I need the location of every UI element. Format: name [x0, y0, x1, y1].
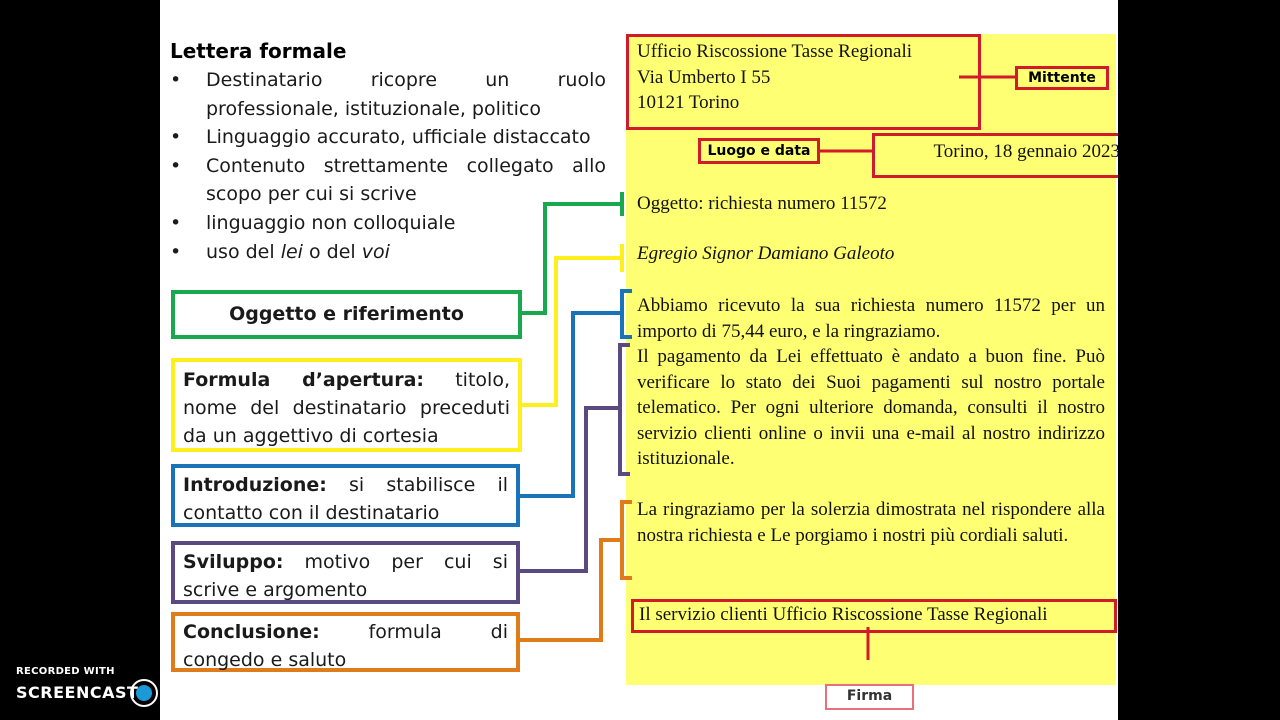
bullet-text: uso del	[206, 240, 281, 263]
formula-text: titolo, nome del destinatario preceduti …	[183, 369, 510, 447]
firma-label-text: Firma	[846, 688, 893, 704]
bullet-emphasis: lei	[280, 240, 303, 263]
sender-line: Via Umberto I 55	[637, 66, 771, 88]
bullet-text: o del	[302, 240, 362, 263]
screencast-logo-icon	[130, 679, 158, 707]
blue-connector	[520, 311, 622, 498]
letter-closing: La ringraziamo per la solerzia dimostrat…	[637, 499, 1105, 546]
bullet-item: uso del lei o del voi	[170, 238, 606, 267]
oggetto-label: Oggetto e riferimento	[229, 303, 464, 325]
watermark-big: SCREENCAST	[16, 683, 139, 702]
bullet-text: Linguaggio accurato, ufficiale distaccat…	[206, 126, 591, 149]
svil-text: motivo per cui si scrive e argomento	[183, 551, 508, 601]
salutation-text: Egregio Signor Damiano Galeoto	[637, 243, 895, 264]
sender-line: Ufficio Riscossione Tasse Regionali	[637, 41, 913, 62]
letter-intro: Abbiamo ricevuto la sua richiesta numero…	[637, 295, 1105, 342]
yellow-connector	[522, 256, 622, 407]
orange-bracket	[620, 500, 632, 580]
concl-label: Conclusione:	[183, 621, 320, 643]
blue-bracket	[620, 289, 632, 339]
formula-apertura-box: Formula d’apertura: titolo, nome del des…	[171, 358, 522, 452]
bullet-text: Destinatario ricopre un ruolo profession…	[206, 69, 606, 120]
luogo-data-label: Luogo e data	[698, 138, 820, 164]
page-title: Lettera formale	[170, 39, 347, 63]
svil-label: Sviluppo:	[183, 551, 284, 573]
watermark-small: RECORDED WITH	[16, 666, 115, 677]
place-date: Torino, 18 gennaio 2023	[872, 133, 1118, 178]
sender-address: Ufficio Riscossione Tasse Regionali Via …	[626, 34, 981, 130]
letter-body: Il pagamento da Lei effettuato è andato …	[637, 346, 1105, 469]
purple-bracket	[618, 343, 630, 476]
connector-lines	[520, 75, 1015, 660]
bullet-item: Destinatario ricopre un ruolo profession…	[170, 66, 606, 123]
bullet-emphasis: voi	[361, 240, 390, 263]
concl-text: formula di congedo e saluto	[183, 621, 508, 671]
mittente-label-text: Mittente	[1028, 70, 1096, 86]
orange-connector	[520, 538, 622, 642]
slide: Lettera formale Destinatario ricopre un …	[160, 0, 1118, 720]
letter-salutation: Egregio Signor Damiano Galeoto	[637, 241, 1106, 267]
intro-text: si stabilisce il contatto con il destina…	[183, 474, 508, 524]
luogo-data-label-text: Luogo e data	[707, 143, 811, 159]
oggetto-box: Oggetto e riferimento	[171, 290, 522, 339]
bullet-text: linguaggio non colloquiale	[206, 211, 456, 234]
signature-text: Il servizio clienti Ufficio Riscossione …	[639, 604, 1048, 625]
bullet-item: Contenuto strettamente collegato allo sc…	[170, 152, 606, 209]
green-connector	[522, 202, 622, 315]
formula-label: Formula d’apertura:	[183, 369, 424, 391]
bullet-item: Linguaggio accurato, ufficiale distaccat…	[170, 123, 606, 152]
purple-connector	[520, 406, 620, 573]
conclusione-box: Conclusione: formula di congedo e saluto	[171, 612, 520, 672]
mittente-label: Mittente	[1015, 66, 1109, 90]
firma-label: Firma	[825, 684, 914, 710]
intro-label: Introduzione:	[183, 474, 327, 496]
sviluppo-box: Sviluppo: motivo per cui si scrive e arg…	[171, 541, 520, 604]
introduzione-box: Introduzione: si stabilisce il contatto …	[171, 464, 520, 527]
bullet-item: linguaggio non colloquiale	[170, 209, 606, 238]
letter-subject: Oggetto: richiesta numero 11572	[637, 193, 887, 214]
letter-signature: Il servizio clienti Ufficio Riscossione …	[631, 599, 1117, 633]
watermark-matic: MATIC	[163, 684, 222, 703]
sender-line: 10121 Torino	[637, 92, 740, 113]
bullet-text: Contenuto strettamente collegato allo sc…	[206, 154, 606, 206]
bullet-list: Destinatario ricopre un ruolo profession…	[170, 66, 606, 266]
place-date-text: Torino, 18 gennaio 2023	[933, 141, 1118, 162]
